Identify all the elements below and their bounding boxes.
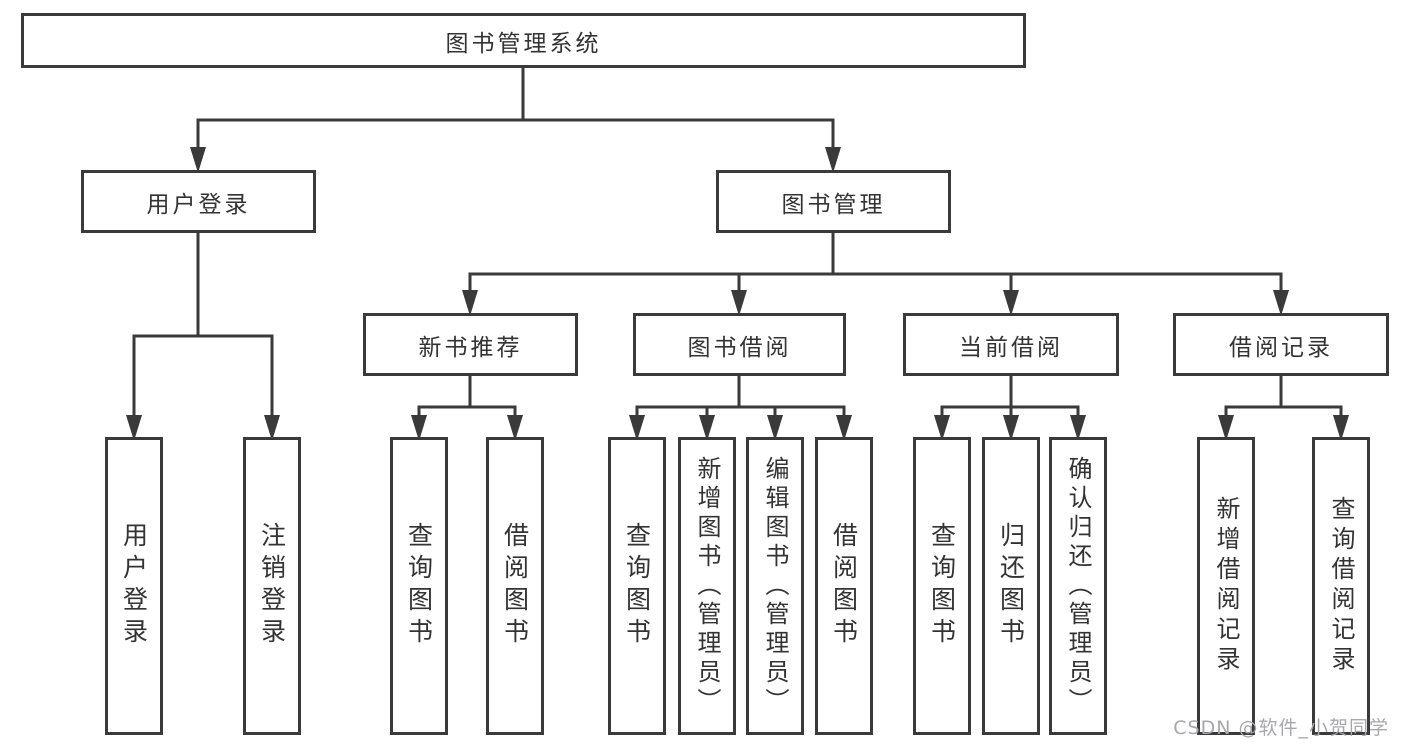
leaf-borrow-books-new: 借阅图书 bbox=[486, 437, 544, 735]
node-borrow-records: 借阅记录 bbox=[1173, 313, 1389, 376]
node-label: 当前借阅 bbox=[959, 334, 1063, 361]
leaf-label: 注销登录 bbox=[257, 522, 287, 650]
leaf-label: 编辑图书（管理员） bbox=[761, 455, 789, 717]
node-book-management: 图书管理 bbox=[716, 170, 951, 233]
leaf-query-borrow-record: 查询借阅记录 bbox=[1312, 437, 1370, 735]
leaf-label: 借阅图书 bbox=[500, 522, 530, 650]
leaf-label: 查询借阅记录 bbox=[1327, 496, 1355, 676]
leaf-label: 确认归还（管理员） bbox=[1064, 455, 1092, 717]
leaf-user-login: 用户登录 bbox=[105, 437, 163, 735]
node-current-borrow: 当前借阅 bbox=[903, 313, 1119, 376]
node-new-books: 新书推荐 bbox=[363, 313, 578, 376]
leaf-label: 用户登录 bbox=[119, 522, 149, 650]
node-book-borrow: 图书借阅 bbox=[633, 313, 846, 376]
csdn-watermark: CSDN @软件_小贺同学 bbox=[1173, 717, 1389, 739]
leaf-add-borrow-record: 新增借阅记录 bbox=[1197, 437, 1255, 735]
leaf-borrow-books: 借阅图书 bbox=[815, 437, 873, 735]
leaf-return-books: 归还图书 bbox=[982, 437, 1040, 735]
leaf-add-book-admin: 新增图书（管理员） bbox=[678, 437, 736, 735]
node-root: 图书管理系统 bbox=[21, 13, 1026, 68]
current-borrow-branch-connector bbox=[934, 375, 1086, 441]
node-label: 图书管理系统 bbox=[445, 30, 602, 57]
book-management-branch-connector bbox=[462, 232, 1289, 316]
leaf-query-books-borrow: 查询图书 bbox=[608, 437, 666, 735]
leaf-label: 归还图书 bbox=[996, 522, 1026, 650]
leaf-confirm-return-admin: 确认归还（管理员） bbox=[1049, 437, 1107, 735]
leaf-label: 查询图书 bbox=[404, 522, 434, 650]
root-branch-connector bbox=[190, 68, 841, 173]
leaf-label: 新增图书（管理员） bbox=[693, 455, 721, 717]
leaf-query-books-new: 查询图书 bbox=[390, 437, 448, 735]
node-label: 借阅记录 bbox=[1229, 334, 1333, 361]
leaf-label: 查询图书 bbox=[927, 522, 957, 650]
leaf-edit-book-admin: 编辑图书（管理员） bbox=[746, 437, 804, 735]
new-books-branch-connector bbox=[411, 375, 523, 441]
node-label: 用户登录 bbox=[146, 191, 251, 218]
leaf-label: 新增借阅记录 bbox=[1212, 496, 1240, 676]
user-login-branch-connector bbox=[126, 232, 280, 441]
node-label: 图书管理 bbox=[781, 191, 886, 218]
node-user-login: 用户登录 bbox=[81, 170, 316, 233]
leaf-label: 借阅图书 bbox=[829, 522, 859, 650]
borrow-records-branch-connector bbox=[1218, 375, 1349, 441]
book-borrow-branch-connector bbox=[629, 375, 852, 441]
node-label: 图书借阅 bbox=[687, 334, 792, 361]
leaf-label: 查询图书 bbox=[622, 522, 652, 650]
leaf-logout: 注销登录 bbox=[243, 437, 301, 735]
leaf-query-books-current: 查询图书 bbox=[913, 437, 971, 735]
node-label: 新书推荐 bbox=[418, 334, 523, 361]
